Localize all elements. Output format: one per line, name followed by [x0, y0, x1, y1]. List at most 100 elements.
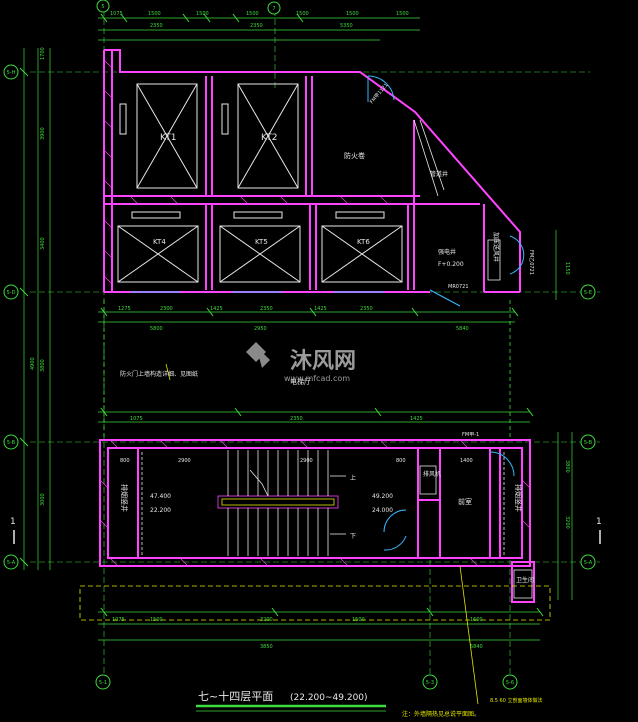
yellow-leaders — [79, 363, 551, 705]
doors — [130, 75, 525, 551]
door-tag-side: FM乙0721 — [528, 250, 535, 275]
elevator-kt6-car — [321, 225, 403, 283]
dim-stair-0: 800 — [120, 458, 130, 464]
door-tag-mid: FM甲-1 — [462, 432, 479, 438]
dim-top-4: 1500 — [296, 11, 309, 17]
duct-label: 加压送风井 — [492, 232, 500, 262]
landing-elev-upper: 49.200 — [372, 493, 393, 500]
axis-bubble-bottom-3 — [422, 674, 438, 690]
dim-lobby-0: 1075 — [130, 416, 143, 422]
axis-bubble-bottom-1 — [95, 674, 111, 690]
dim-b-0: 1275 — [118, 306, 131, 312]
dim-left-1: 3900 — [40, 127, 46, 140]
dim-bot-a-1: 1500 — [150, 617, 163, 623]
axis-bubble-top-5 — [96, 0, 110, 13]
elevator-kt2-car — [237, 83, 299, 189]
axis-bubbles — [3, 0, 596, 690]
dim-bot-a-3: 1500 — [352, 617, 365, 623]
dim-stair-1: 2900 — [178, 458, 191, 464]
svg-text:7: 7 — [272, 6, 275, 12]
axis-bubble-left-h — [3, 64, 19, 80]
dimension-lines — [23, 17, 573, 641]
axis-bubble-right-e — [580, 284, 596, 300]
dim-top-0: 1075 — [110, 11, 123, 17]
svg-text:5-A: 5-A — [7, 560, 16, 566]
watermark-logo-icon — [246, 342, 270, 368]
elec-room-label: 强电井 — [438, 248, 456, 256]
stair-up-label: 上 — [350, 474, 356, 482]
dim-bot-b-1: 5840 — [470, 644, 483, 650]
machine-room-label: 防火卷 — [344, 151, 365, 160]
dimension-text: 1075 1500 1500 1500 1500 1500 1500 2350 … — [30, 11, 570, 650]
svg-text:5-B: 5-B — [7, 440, 16, 446]
svg-text:5-3: 5-3 — [426, 680, 434, 686]
dim-stair-2: 2900 — [300, 458, 313, 464]
dim-a-1: 2350 — [250, 23, 263, 29]
dim-bot-a-0: 1075 — [112, 617, 125, 623]
drawing-note: 注：外墙隔热见总说平面图。 — [402, 710, 480, 718]
elevator-kt5-car — [219, 225, 301, 283]
dim-right-1: 3800 — [564, 460, 570, 473]
svg-text:5-E: 5-E — [584, 290, 592, 296]
dim-top-2: 1500 — [196, 11, 209, 17]
fixtures — [103, 119, 533, 599]
section-mark-right: 1 — [596, 517, 602, 527]
dim-mid-0: 5800 — [150, 326, 163, 332]
watermark-url: www.mfcad.com — [284, 374, 350, 383]
wall-hatch — [99, 59, 531, 567]
axis-bubble-right-b — [580, 434, 596, 450]
stair-elev-upper: 47.400 — [150, 493, 171, 500]
svg-text:5-B: 5-B — [584, 440, 593, 446]
svg-text:5-A: 5-A — [584, 560, 593, 566]
dim-a-0: 2350 — [150, 23, 163, 29]
dim-b-3: 2350 — [260, 306, 273, 312]
drawing-title: 七~十四层平面 — [198, 689, 273, 703]
section-marks — [13, 530, 601, 544]
svg-text:5-H: 5-H — [7, 70, 16, 76]
dim-bot-a-2: 3200 — [260, 617, 273, 623]
elevator-kt2-label: KT2 — [261, 133, 277, 143]
shaft-right-label: 排烟竖井 — [514, 484, 523, 512]
dim-b-1: 2300 — [160, 306, 173, 312]
svg-text:5-6: 5-6 — [506, 680, 514, 686]
axis-bubble-left-d — [3, 284, 19, 300]
stair-elev-lower: 22.200 — [150, 507, 171, 514]
lobby-note: 防火门上墙构造详细、见图纸 — [120, 370, 198, 378]
shaft-left-label: 排烟竖井 — [120, 484, 129, 512]
svg-text:5: 5 — [101, 4, 104, 10]
dim-mid-2: 5840 — [456, 326, 469, 332]
dim-left-5: 3000 — [40, 493, 46, 506]
dim-b-4: 1425 — [314, 306, 327, 312]
watermark-brand: 沐风网 — [290, 349, 356, 374]
elevator-cars — [117, 83, 403, 283]
dim-top-5: 1500 — [346, 11, 359, 17]
staircase — [217, 450, 346, 556]
dim-top-3: 1500 — [246, 11, 259, 17]
section-mark-left: 1 — [10, 517, 16, 527]
dim-bot-b-0: 3850 — [260, 644, 273, 650]
elevator-kt4-car — [117, 225, 199, 283]
axis-bubble-left-b — [3, 434, 19, 450]
dim-lobby-1: 2350 — [290, 416, 303, 422]
bottom-callout: 8.5 60 立剖面墙体做法 — [490, 697, 543, 704]
dim-left-0: 1700 — [40, 47, 46, 60]
dim-top-1: 1500 — [148, 11, 161, 17]
dim-right-0: 1150 — [564, 262, 570, 275]
dim-left-2: 3400 — [40, 237, 46, 250]
dim-bot-a-4: 1600 — [470, 617, 483, 623]
axis-bubble-bottom-6 — [502, 674, 518, 690]
dim-b-2: 1425 — [210, 306, 223, 312]
watermark: 沐风网 www.mfcad.com — [246, 342, 356, 383]
fan-label: 排风机 — [423, 470, 441, 478]
dim-right-2: 3200 — [564, 516, 570, 529]
pipe-room-label: 管道井 — [430, 170, 448, 178]
stair-dn-label: 下 — [350, 533, 356, 540]
dim-lobby-2: 1425 — [410, 416, 423, 422]
dim-b-5: 2350 — [360, 306, 373, 312]
axis-bubble-left-a — [3, 554, 19, 570]
lobby-label: 电梯厅 — [290, 377, 311, 386]
room-labels: KT1 KT2 KT4 KT5 KT6 防火卷 管道井 电梯厅 防火门上墙构造详… — [120, 82, 535, 584]
elevator-kt1-label: KT1 — [160, 133, 176, 143]
dim-left-3: 4900 — [30, 357, 36, 370]
